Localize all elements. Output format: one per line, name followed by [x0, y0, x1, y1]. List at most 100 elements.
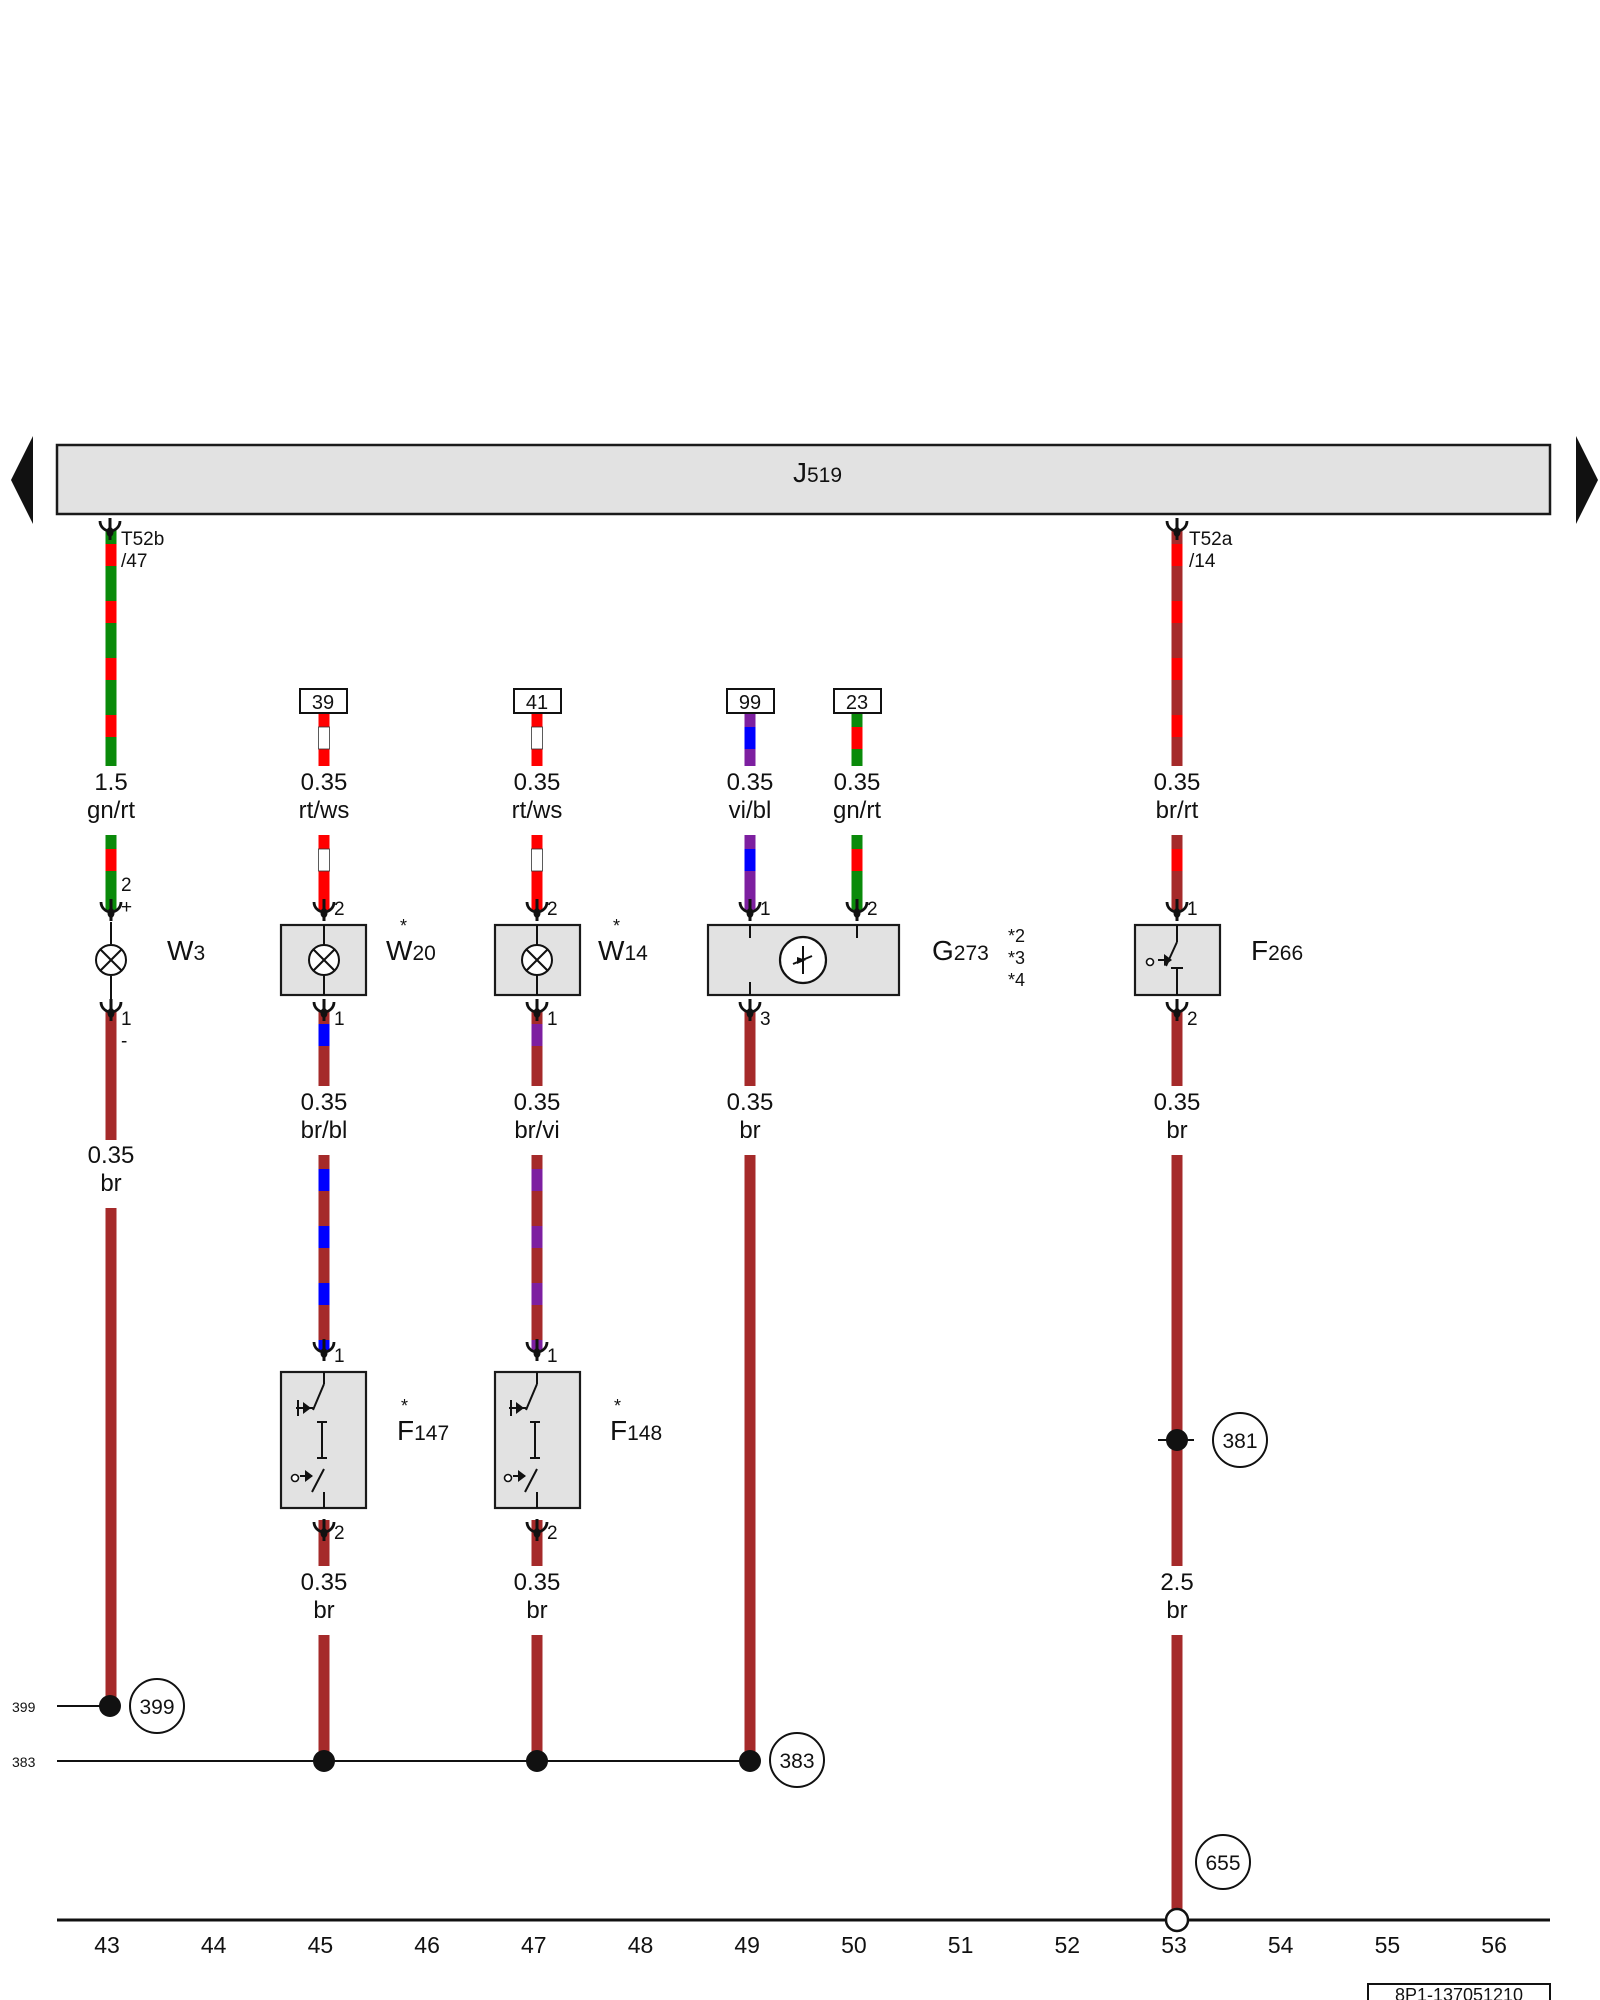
- wire-w53a-upper: [1171, 530, 1183, 766]
- wire-label-w50a: 0.35 gn/rt: [833, 769, 881, 824]
- plug-f266-bottom-icon: [1165, 999, 1189, 1023]
- wire-label-w45c: 0.35 br: [301, 1569, 348, 1624]
- wire-label-w45a: 0.35 rt/ws: [299, 769, 350, 824]
- wire-w53b-upper: [1171, 1010, 1183, 1086]
- plug-t52b-icon: [98, 518, 122, 542]
- splice-dot-47: [526, 1750, 548, 1772]
- page-next-arrow-icon[interactable]: [1576, 436, 1598, 524]
- plug-g273-pin1-icon: [738, 899, 762, 923]
- grid-number-50: 50: [841, 1932, 867, 1958]
- svg-text:*2: *2: [1008, 926, 1025, 946]
- plug-f147-bottom-icon: [312, 1519, 336, 1543]
- svg-text:2.5: 2.5: [1160, 1569, 1193, 1596]
- svg-text:*: *: [400, 916, 407, 936]
- grid-number-51: 51: [948, 1932, 974, 1958]
- wire-w45b-upper: [318, 1010, 330, 1086]
- svg-text:39: 39: [312, 692, 334, 714]
- component-g273-label: G273: [932, 935, 989, 966]
- wire-w43-lower: [105, 835, 117, 910]
- component-w14-label: W14: [598, 935, 648, 966]
- svg-text:0.35: 0.35: [514, 769, 561, 796]
- svg-text:*: *: [614, 1396, 621, 1416]
- control-unit-label: J519: [793, 457, 842, 488]
- svg-text:399: 399: [139, 1696, 174, 1719]
- svg-text:0.35: 0.35: [514, 1089, 561, 1116]
- component-f147-label: F147: [397, 1415, 449, 1446]
- control-unit-j519: J519: [55, 443, 1552, 516]
- plug-f148-top-icon: [525, 1339, 549, 1363]
- wire-w50a-lower: [851, 835, 863, 910]
- wire-w47b-lower: [531, 1155, 543, 1350]
- svg-text:1: 1: [1187, 899, 1198, 920]
- svg-text:8P1-137051210: 8P1-137051210: [1395, 1985, 1523, 2000]
- svg-text:br/rt: br/rt: [1156, 797, 1199, 824]
- bulb-icon: [308, 944, 340, 976]
- svg-text:2: 2: [334, 899, 345, 920]
- svg-text:2: 2: [334, 1523, 345, 1544]
- wire-w45b-lower: [318, 1155, 330, 1350]
- svg-text:99: 99: [739, 692, 761, 714]
- ground-point-383: 383: [769, 1732, 825, 1788]
- edge-label-383: 383: [12, 1754, 36, 1770]
- component-g273: G273 *2 *3 *4 1 2 3: [706, 899, 1025, 1030]
- svg-text:*4: *4: [1008, 970, 1025, 990]
- svg-text:1: 1: [760, 899, 771, 920]
- svg-text:2: 2: [121, 875, 132, 896]
- svg-text:br: br: [1166, 1597, 1187, 1624]
- wire-w50a-upper: [851, 713, 863, 766]
- wire-label-w49a: 0.35 vi/bl: [727, 769, 774, 824]
- bulb-icon: [521, 944, 553, 976]
- svg-text:0.35: 0.35: [88, 1142, 135, 1169]
- component-w14: W14 * 2 1: [493, 899, 648, 1030]
- connector-t52b-label: T52b: [121, 529, 164, 550]
- svg-text:23: 23: [846, 692, 868, 714]
- wire-w43-upper: [105, 530, 117, 766]
- grid-number-47: 47: [521, 1932, 547, 1958]
- component-f148: F148 * 1 2: [493, 1346, 662, 1544]
- plug-w20-bottom-icon: [312, 999, 336, 1023]
- ground-point-399: 399: [129, 1678, 185, 1734]
- svg-text:0.35: 0.35: [1154, 1089, 1201, 1116]
- svg-text:0.35: 0.35: [727, 769, 774, 796]
- splice-dot-381: [1166, 1429, 1188, 1451]
- wire-label-w47b: 0.35 br/vi: [514, 1089, 561, 1144]
- grid-number-53: 53: [1161, 1932, 1187, 1958]
- wire-label-w49b: 0.35 br: [727, 1089, 774, 1144]
- wire-label-w47a: 0.35 rt/ws: [512, 769, 563, 824]
- plug-w14-top-icon: [525, 899, 549, 923]
- svg-text:1: 1: [547, 1346, 558, 1367]
- splice-dot-49: [739, 1750, 761, 1772]
- wire-harness: [105, 530, 1183, 1912]
- wire-w47c-lower: [531, 1635, 543, 1761]
- wire-label-w53b: 0.35 br: [1154, 1089, 1201, 1144]
- svg-text:*: *: [613, 916, 620, 936]
- connector-t52a-pin: /14: [1189, 551, 1216, 572]
- svg-text:0.35: 0.35: [301, 1569, 348, 1596]
- component-f266: F266 1 2: [1133, 899, 1303, 1030]
- plug-w3-top-icon: [99, 899, 123, 923]
- svg-text:gn/rt: gn/rt: [833, 797, 881, 824]
- svg-text:2: 2: [547, 899, 558, 920]
- plug-f147-top-icon: [312, 1339, 336, 1363]
- switch-icon: [290, 1372, 327, 1508]
- svg-text:br: br: [100, 1170, 121, 1197]
- svg-text:br/vi: br/vi: [514, 1117, 559, 1144]
- wire-label-w43: 1.5 gn/rt: [87, 769, 135, 824]
- ref-box-23: 23: [833, 688, 882, 714]
- grid-number-49: 49: [734, 1932, 760, 1958]
- page-prev-arrow-icon[interactable]: [11, 436, 33, 524]
- plug-w14-bottom-icon: [525, 999, 549, 1023]
- component-w20-label: W20: [386, 935, 436, 966]
- wire-label-w53c: 2.5 br: [1160, 1569, 1193, 1624]
- wire-w47a-upper: [531, 713, 543, 766]
- svg-text:rt/ws: rt/ws: [299, 797, 350, 824]
- splice-dot-45: [313, 1750, 335, 1772]
- svg-text:+: +: [121, 897, 132, 918]
- svg-text:0.35: 0.35: [834, 769, 881, 796]
- grid-number-55: 55: [1375, 1932, 1401, 1958]
- svg-text:gn/rt: gn/rt: [87, 797, 135, 824]
- svg-text:rt/ws: rt/ws: [512, 797, 563, 824]
- svg-text:vi/bl: vi/bl: [729, 797, 772, 824]
